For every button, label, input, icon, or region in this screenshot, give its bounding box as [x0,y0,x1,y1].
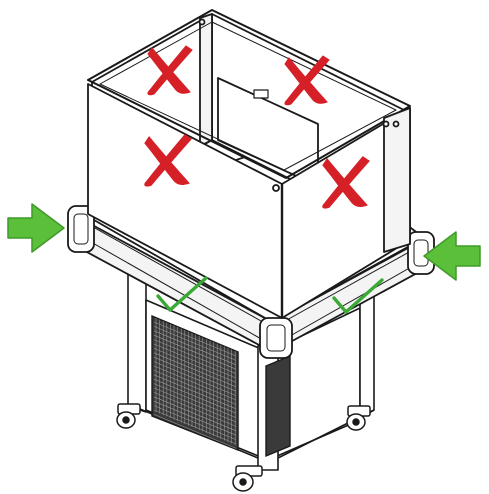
vent-grilles [151,314,291,458]
caster-left [116,403,141,429]
stand-leg-right [359,293,375,419]
check-mark-icon [156,276,208,312]
check-marks [156,276,384,314]
inner-post [199,13,213,147]
check-mark-icon [332,278,384,314]
x-mark-icon [147,45,193,96]
stand-leg-left [127,271,147,413]
x-mark-icon [322,156,370,209]
vent-grille-right [265,354,291,458]
push-arrows [7,203,481,281]
corner-block-front [259,317,293,359]
casters [116,403,371,492]
caster-right [346,405,371,431]
upper-case [87,9,411,319]
push-arrow-icon [423,231,481,281]
x-mark-icon [144,134,192,187]
top-rail [87,9,411,179]
x-mark-icon [284,55,330,106]
caster-front [232,465,263,492]
corner-blocks [67,205,435,359]
push-arrow-icon [7,203,65,253]
cross-marks [144,45,370,209]
end-post-right [383,107,411,253]
